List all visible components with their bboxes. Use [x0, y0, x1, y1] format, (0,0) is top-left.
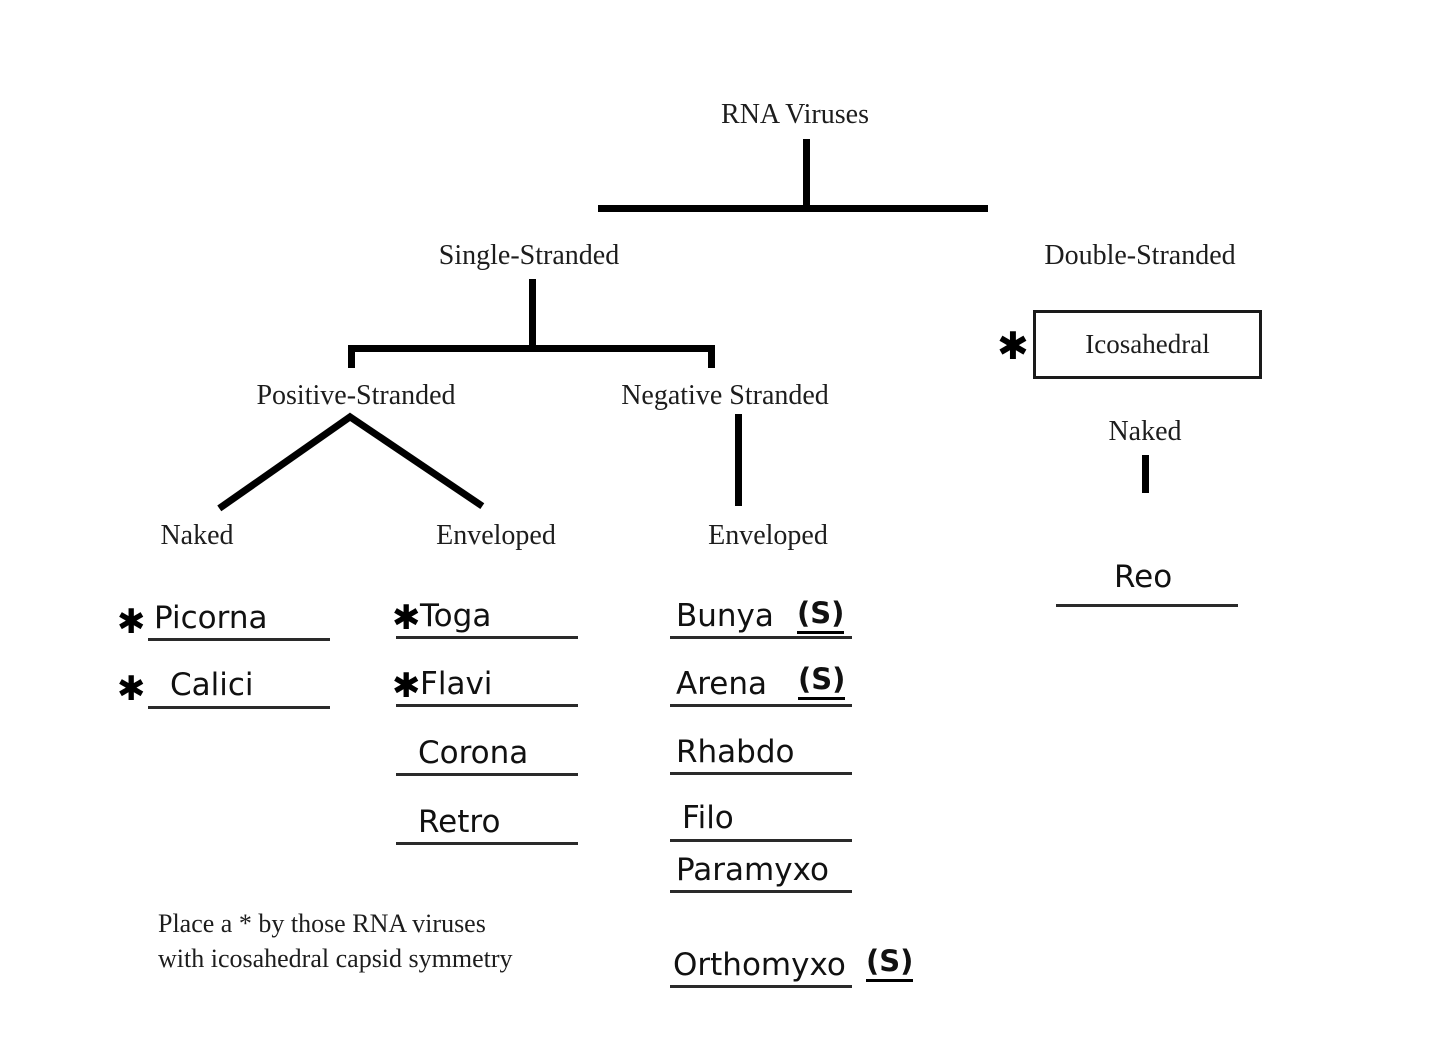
instruction-caption: Place a * by those RNA viruses with icos… [158, 909, 513, 974]
list-item-corona: Corona [418, 738, 528, 769]
list-item-flavi: Flavi [420, 669, 492, 700]
segment-marker-orthomyxo: (S) [866, 944, 914, 982]
node-positive-stranded: Positive-Stranded [256, 380, 456, 411]
list-item-calici: Calici [170, 670, 254, 701]
node-positive-enveloped: Enveloped [436, 520, 556, 551]
rule-rhabdo [670, 772, 852, 775]
rule-calici [148, 706, 330, 709]
connector-single-stranded-stem [529, 279, 536, 349]
segmented-label-arena: (S) [798, 662, 846, 700]
list-item-toga: Toga [420, 601, 491, 632]
connector-positive-drop [348, 345, 355, 368]
segment-marker-arena: (S) [798, 662, 846, 700]
rule-toga [396, 636, 578, 639]
rule-orthomyxo [670, 985, 852, 988]
virus-name-arena: Arena [676, 666, 767, 702]
virus-name-bunya: Bunya [676, 598, 774, 634]
node-rna-viruses: RNA Viruses [721, 99, 869, 130]
list-item-rhabdo: Rhabdo [676, 737, 795, 768]
asterisk-picorna: ✱ [117, 602, 146, 642]
virus-name-paramyxo: Paramyxo [676, 852, 829, 888]
asterisk-calici: ✱ [117, 669, 146, 709]
list-item-arena: Arena [676, 669, 767, 700]
virus-name-orthomyxo: Orthomyxo [673, 947, 846, 983]
connector-positive-right-diagonal [346, 412, 485, 509]
list-item-picorna: Picorna [154, 603, 267, 634]
virus-name-retro: Retro [418, 804, 501, 840]
rule-filo [670, 839, 852, 842]
list-item-paramyxo: Paramyxo [676, 855, 829, 886]
virus-name-calici: Calici [170, 667, 254, 703]
list-item-bunya: Bunya [676, 601, 774, 632]
rule-arena [670, 704, 852, 707]
list-item-reo: Reo [1114, 562, 1172, 593]
asterisk-flavi: ✱ [392, 666, 421, 706]
rule-bunya [670, 636, 852, 639]
rule-flavi [396, 704, 578, 707]
virus-name-rhabdo: Rhabdo [676, 734, 795, 770]
connector-negative-stem [735, 414, 742, 506]
connector-ds-naked-stem [1142, 455, 1149, 493]
rule-picorna [148, 638, 330, 641]
virus-name-picorna: Picorna [154, 600, 268, 636]
rule-reo [1056, 604, 1238, 607]
node-icosahedral: Icosahedral [1033, 310, 1262, 379]
node-negative-stranded: Negative Stranded [621, 380, 829, 411]
connector-single-stranded-crossbar [348, 345, 715, 352]
rule-retro [396, 842, 578, 845]
virus-name-filo: Filo [682, 800, 734, 836]
connector-negative-drop [708, 345, 715, 368]
connector-root-crossbar [598, 205, 988, 212]
node-double-stranded: Double-Stranded [1044, 240, 1236, 271]
rule-corona [396, 773, 578, 776]
node-negative-enveloped: Enveloped [708, 520, 828, 551]
node-single-stranded: Single-Stranded [438, 240, 620, 271]
segmented-label-bunya: (S) [797, 596, 845, 634]
virus-name-corona: Corona [418, 735, 529, 771]
asterisk-icosahedral: ✱ [997, 324, 1029, 368]
asterisk-toga: ✱ [392, 598, 421, 638]
virus-name-flavi: Flavi [420, 666, 493, 702]
connector-root-stem [803, 139, 810, 209]
segmented-label-orthomyxo: (S) [866, 944, 914, 982]
virus-name-reo: Reo [1114, 559, 1173, 595]
connector-positive-left-diagonal [217, 412, 355, 512]
list-item-orthomyxo: Orthomyxo [673, 950, 846, 981]
node-ds-naked: Naked [1108, 416, 1182, 447]
list-item-retro: Retro [418, 807, 500, 838]
node-positive-naked: Naked [160, 520, 234, 551]
rule-paramyxo [670, 890, 852, 893]
virus-name-toga: Toga [420, 598, 492, 634]
list-item-filo: Filo [682, 803, 734, 834]
segment-marker-bunya: (S) [797, 596, 845, 634]
